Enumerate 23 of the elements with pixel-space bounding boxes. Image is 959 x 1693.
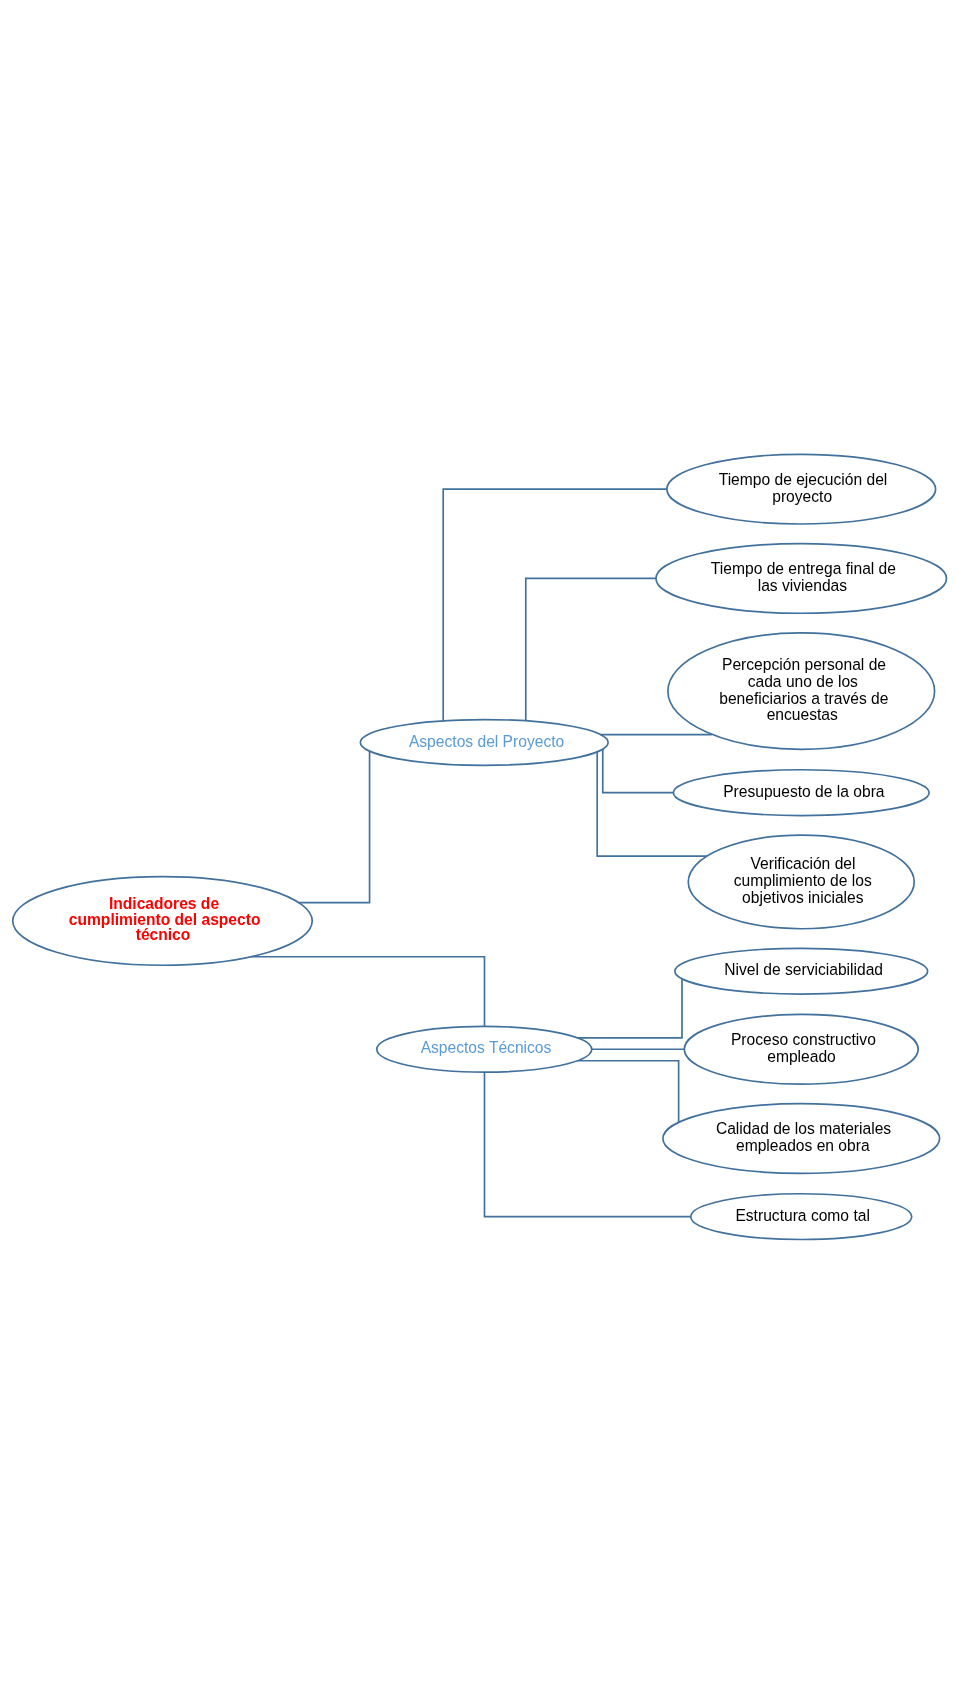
node-ellipse: Aspectos del Proyecto [359,718,609,766]
connector [576,1059,680,1123]
node-ellipse: Presupuesto de la obra [672,768,930,816]
connector [576,977,683,1039]
connector [524,577,657,721]
node-ellipse: Indicadores de cumplimiento del aspecto técnico [11,875,314,966]
connector [442,487,668,722]
node-ellipse: Nivel de serviciabilidad [674,946,929,995]
node-ellipse: Tiempo de ejecución del proyecto [666,453,937,525]
node-ellipse: Proceso constructivo empleado [683,1013,919,1085]
connector [250,955,486,1027]
connector [590,1047,686,1050]
connector [599,733,713,735]
connector [601,748,675,793]
node-ellipse: Tiempo de entrega final de las viviendas [655,542,948,614]
node-ellipse: Aspectos Técnicos [375,1025,593,1073]
node-ellipse: Estructura como tal [689,1192,913,1240]
connector [298,750,371,903]
node-ellipse: Calidad de los materiales empleados en obra [662,1102,941,1174]
node-ellipse: Percepción personal de cada uno de los beneficiarios a través de encuestas [667,631,936,750]
connector [596,750,709,857]
node-ellipse: Verificación del cumplimiento de los objetivos iniciales [687,833,916,930]
connector [483,1070,692,1217]
